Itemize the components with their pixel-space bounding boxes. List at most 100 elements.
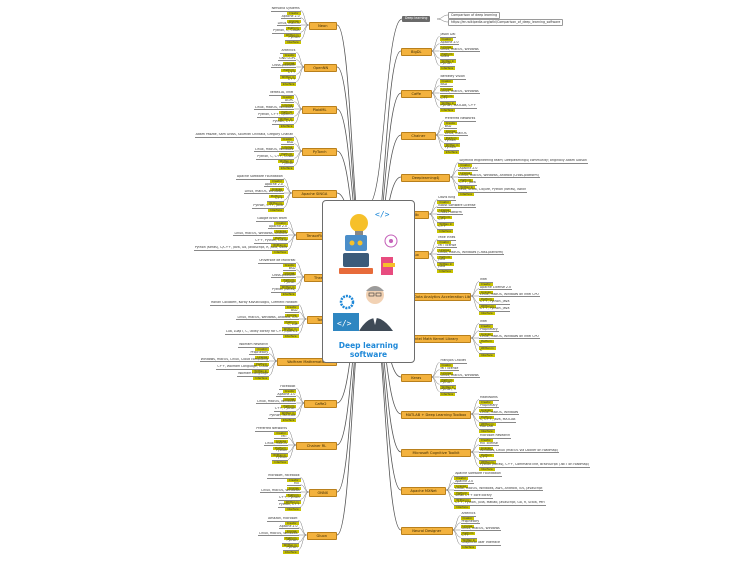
- leaf-text: MIT license: [437, 243, 458, 249]
- branch-r4[interactable]: Deeplearning4j: [401, 174, 451, 182]
- connector: [431, 92, 440, 101]
- leaf-item: Windows, Linux (macOS via Docker on road…: [479, 449, 559, 458]
- branch-l3[interactable]: PlaidML: [302, 106, 337, 114]
- leaf-tag: Written in: [267, 202, 284, 206]
- connector: [300, 17, 309, 26]
- branch-label: Gluon: [316, 534, 328, 538]
- leaf-text: Python, R: [439, 388, 457, 393]
- connector: [298, 520, 307, 536]
- connector: [446, 489, 455, 505]
- leaf-tag: License: [479, 408, 493, 412]
- connector: [450, 176, 459, 185]
- leaf-item: Python, C++Interface: [277, 503, 301, 512]
- leaf-text: Linux, macOS, Windows, AWS, Android, iOS…: [454, 486, 544, 492]
- leaf-tag: License: [439, 371, 454, 375]
- connector: [283, 192, 292, 201]
- branch-l4[interactable]: PyTorch: [302, 148, 337, 156]
- leaf-tag: Creator: [479, 325, 493, 329]
- branch-r3[interactable]: Chainer: [401, 132, 436, 140]
- leaf-item: C++Interface: [280, 78, 297, 87]
- leaf-text: Proprietary: [479, 327, 499, 333]
- branch-l5[interactable]: Apache SINGA: [291, 190, 337, 198]
- leaf-tag: Creator: [282, 390, 297, 394]
- leaf-tag: License: [286, 486, 301, 490]
- branch-r10[interactable]: MATLAB + Deep Learning Toolbox: [401, 411, 471, 419]
- connector: [446, 489, 455, 498]
- leaf-text: Cross-platform: [270, 273, 297, 279]
- connector: [446, 475, 455, 491]
- leaf-tag: Platform: [479, 339, 494, 343]
- leaf-tag: Interface: [479, 468, 495, 472]
- branch-l11[interactable]: Chainer RL: [296, 442, 337, 450]
- branch-r2[interactable]: Caffe: [401, 90, 432, 98]
- branch-label: Dlib: [411, 213, 419, 217]
- leaf-text: C++: [280, 78, 297, 83]
- leaf-text: C++, Wolfram Language, CUDA: [216, 365, 270, 370]
- leaf-text: Jason Dai: [439, 33, 457, 38]
- laptop-icon: [333, 313, 359, 331]
- leaf-text: Linux, macOS, Windows: [439, 47, 480, 53]
- leaf-tag: Interface: [479, 430, 495, 434]
- connector: [436, 18, 449, 23]
- connector: [296, 402, 305, 411]
- central-topic[interactable]: </> </> Deep learning software: [322, 200, 415, 363]
- leaf-text: Linux, macOS, Windows: [258, 531, 299, 537]
- connector: [429, 213, 438, 222]
- branch-r1[interactable]: BigDL: [401, 48, 432, 56]
- branch-r11[interactable]: Microsoft Cognitive Toolkit: [401, 449, 471, 457]
- leaf-text: Linux, macOS, Windows: [256, 399, 297, 405]
- connector: [450, 169, 459, 178]
- leaf-tag: Platform: [439, 94, 455, 98]
- connector: [287, 220, 297, 236]
- connector: [298, 311, 307, 320]
- connector: [470, 451, 480, 467]
- branch-l1[interactable]: Neon: [308, 22, 337, 30]
- leaf-text: Windows, macOS, Linux, Cloud computing: [199, 357, 270, 363]
- connector: [431, 50, 440, 66]
- leaf-item: Java, Scala, Clojure, Python (Keras), Ko…: [458, 188, 528, 197]
- branch-r13[interactable]: Neural Designer: [401, 527, 453, 535]
- connector: [296, 66, 305, 82]
- top-note-2[interactable]: https://en.wikipedia.org/wiki/Comparison…: [448, 19, 564, 26]
- leaf-tag: Platform: [285, 26, 301, 30]
- connector: [298, 534, 307, 543]
- leaf-text: Python: [439, 62, 456, 67]
- branch-l12[interactable]: ONNX: [308, 489, 337, 497]
- leaf-text: Apache 2.0: [458, 166, 479, 172]
- connector: [452, 529, 461, 545]
- leaf-text: Linux, macOS, Windows: [243, 189, 284, 195]
- leaf-text: François Chollet: [439, 359, 467, 364]
- branch-l10[interactable]: Caffe2: [304, 400, 337, 408]
- leaf-tag: Written in: [252, 370, 270, 374]
- connector: [283, 185, 292, 194]
- branch-r9[interactable]: Keras: [401, 374, 432, 382]
- connector: [283, 178, 292, 194]
- connector: [470, 288, 480, 297]
- leaf-tag: Interface: [479, 354, 495, 358]
- connector: [470, 413, 480, 429]
- leaf-text: Skymind engineering team; Deeplearning4j…: [458, 159, 588, 164]
- leaf-text: C, Lua: [281, 323, 299, 328]
- leaf-tag: Platform: [437, 215, 453, 219]
- branch-l13[interactable]: Gluon: [306, 532, 337, 540]
- branch-r12[interactable]: Apache MXNet: [401, 487, 447, 495]
- branch-l2[interactable]: OpenNN: [304, 64, 337, 72]
- leaf-tag: Written in: [479, 461, 496, 465]
- top-topic-box[interactable]: Deep learning: [402, 16, 431, 22]
